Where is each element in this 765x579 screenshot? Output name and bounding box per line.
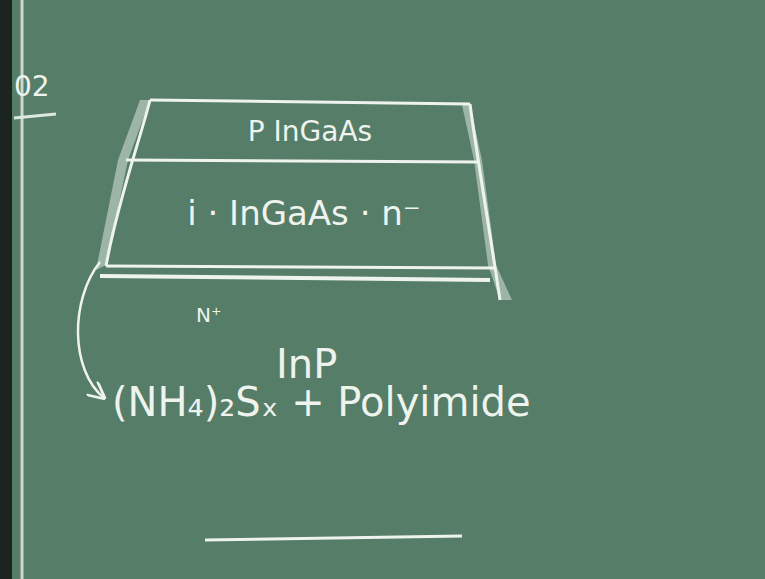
layer-line — [106, 266, 494, 268]
p-layer: P InGaAs — [160, 104, 460, 160]
layer-line — [126, 160, 480, 162]
sidewall-coating — [462, 105, 512, 300]
mesa-wall — [106, 100, 150, 266]
substrate-line — [100, 276, 490, 280]
intrinsic-layer: i · InGaAs · n⁻ — [134, 163, 474, 265]
page-number: 02 — [14, 72, 50, 103]
leader-arrow — [78, 262, 104, 398]
layer-line — [150, 100, 470, 104]
doping-label: N⁺ — [196, 304, 222, 326]
board-edge — [0, 0, 12, 579]
layer-name: P InGaAs — [248, 117, 372, 148]
underline — [205, 536, 462, 540]
board-line — [14, 114, 56, 118]
mesa-wall — [470, 104, 500, 300]
passivation-label: (NH₄)₂Sₓ + Polyimide — [112, 380, 531, 424]
layer-name: i · InGaAs · n⁻ — [187, 195, 421, 232]
sidewall-coating — [96, 100, 150, 270]
